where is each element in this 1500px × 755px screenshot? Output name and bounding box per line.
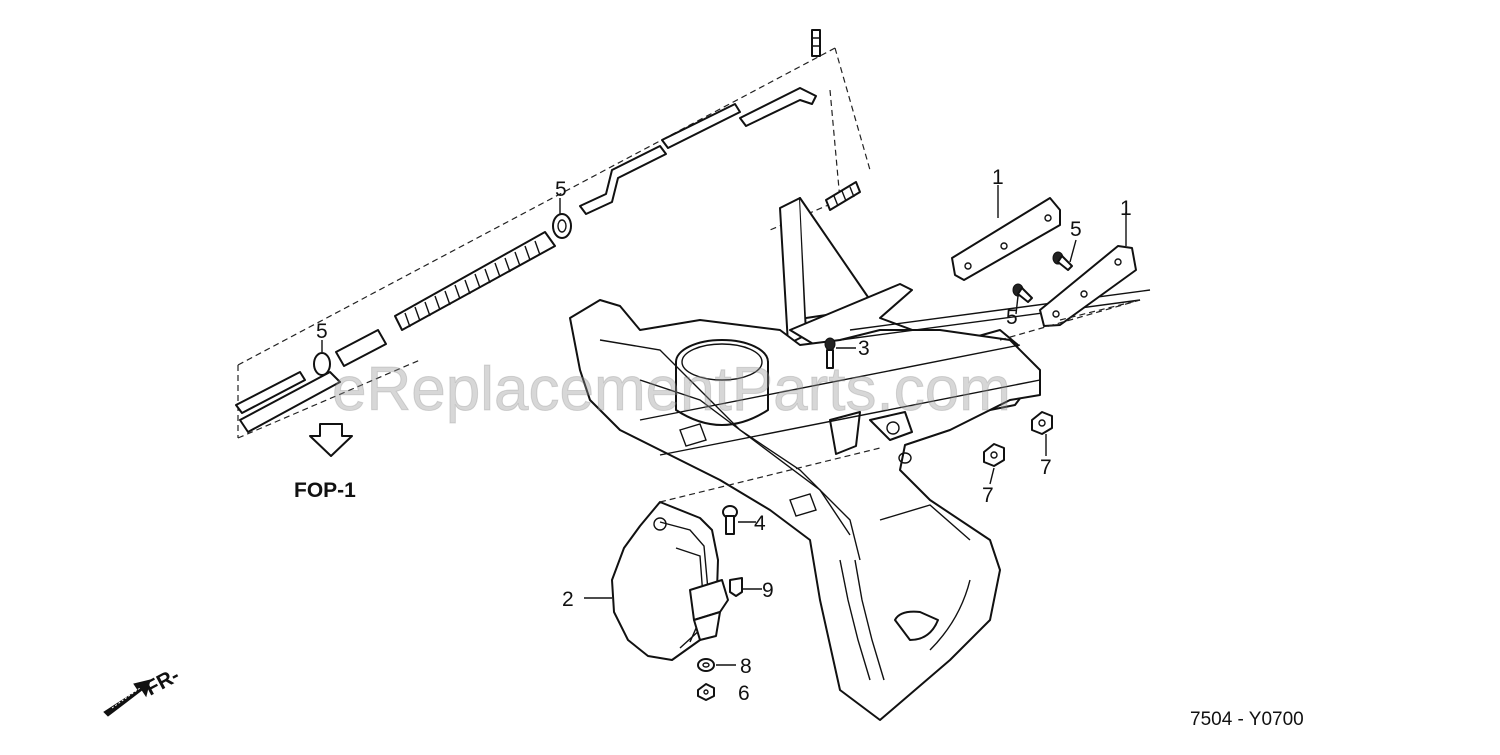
bolt-4 [722,505,738,535]
plate-part-1-upper [951,197,1061,281]
fop-arrow-icon [309,423,353,457]
left-collar [313,329,387,376]
bolt-5-right-lower [1012,283,1033,303]
callout-5-left: 5 [316,320,328,343]
bolt-5-right-upper [1052,251,1073,271]
callout-4: 4 [754,512,766,535]
callout-5-right-lower: 5 [1006,306,1018,329]
top-clip [811,29,821,57]
callout-1-upper: 1 [992,166,1004,189]
front-label: FR- [142,664,184,701]
callout-2: 2 [562,588,574,611]
callout-1-lower: 1 [1120,197,1132,220]
watermark-text: eReplacementParts.com [332,355,1011,424]
slotted-plate [235,371,341,433]
callout-5-top: 5 [555,178,567,201]
spring-collar [552,213,572,239]
callout-9: 9 [762,579,774,602]
reference-label: FOP-1 [294,479,356,502]
guard-cover-part-2 [611,447,881,661]
plate-part-1-lower [1039,245,1137,327]
washer-8 [697,658,715,672]
long-spring [394,231,556,331]
main-frame [569,197,1151,721]
bolt-3 [824,337,836,369]
leader-lines [321,185,1127,666]
short-spring [825,181,861,211]
drawing-code: 7504 - Y0700 [1190,709,1304,730]
control-rod [579,87,817,215]
callout-5-right-upper: 5 [1070,218,1082,241]
nut-7-right [1031,411,1053,435]
callout-8: 8 [740,655,752,678]
callout-3: 3 [858,337,870,360]
right-guides [999,299,1141,341]
nut-7-center [983,443,1005,467]
nut-6 [697,683,715,701]
callout-6: 6 [738,682,750,705]
clip-9 [729,577,743,597]
callout-7-center: 7 [982,484,994,507]
front-arrow-icon [103,679,151,717]
callout-7-right: 7 [1040,456,1052,479]
